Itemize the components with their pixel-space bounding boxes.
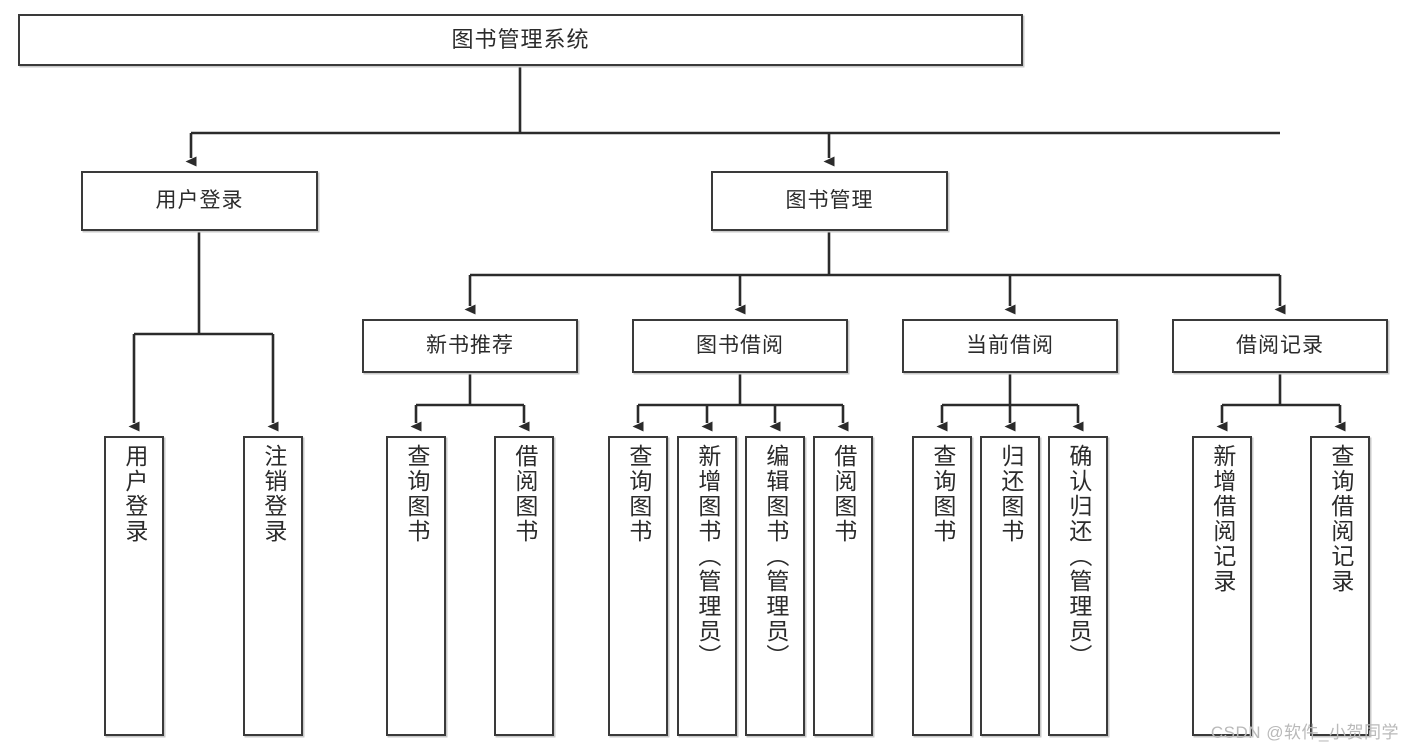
leaf-current-confirm-return-admin[interactable]: 确认归还（管理员） bbox=[1048, 436, 1108, 736]
node-label: 新增图书（管理员） bbox=[694, 444, 721, 669]
node-label: 借阅图书 bbox=[511, 444, 538, 544]
node-book-management[interactable]: 图书管理 bbox=[711, 171, 948, 231]
node-label: 用户登录 bbox=[155, 188, 244, 212]
leaf-user-login-logout[interactable]: 注销登录 bbox=[243, 436, 303, 736]
node-user-login[interactable]: 用户登录 bbox=[81, 171, 318, 231]
node-label: 注销登录 bbox=[260, 444, 287, 544]
leaf-borrow-edit-book-admin[interactable]: 编辑图书（管理员） bbox=[745, 436, 805, 736]
node-label: 借阅记录 bbox=[1236, 333, 1324, 357]
leaf-recommend-borrow-book[interactable]: 借阅图书 bbox=[494, 436, 554, 736]
node-label: 图书管理系统 bbox=[451, 27, 590, 53]
node-label: 图书借阅 bbox=[696, 333, 784, 357]
leaf-borrow-borrow-book[interactable]: 借阅图书 bbox=[813, 436, 873, 736]
node-root-system[interactable]: 图书管理系统 bbox=[18, 14, 1023, 66]
node-label: 查询借阅记录 bbox=[1327, 444, 1354, 594]
node-label: 查询图书 bbox=[403, 444, 430, 544]
leaf-record-query-record[interactable]: 查询借阅记录 bbox=[1310, 436, 1370, 736]
node-label: 归还图书 bbox=[997, 444, 1024, 544]
node-new-book-recommend[interactable]: 新书推荐 bbox=[362, 319, 578, 373]
node-label: 查询图书 bbox=[625, 444, 652, 544]
node-label: 借阅图书 bbox=[830, 444, 857, 544]
leaf-record-add-record[interactable]: 新增借阅记录 bbox=[1192, 436, 1252, 736]
node-borrow-record[interactable]: 借阅记录 bbox=[1172, 319, 1388, 373]
node-label: 查询图书 bbox=[929, 444, 956, 544]
leaf-recommend-query-book[interactable]: 查询图书 bbox=[386, 436, 446, 736]
node-label: 新书推荐 bbox=[426, 333, 514, 357]
watermark-text: CSDN @软件_小贺同学 bbox=[1210, 723, 1399, 742]
leaf-borrow-query-book[interactable]: 查询图书 bbox=[608, 436, 668, 736]
node-label: 确认归还（管理员） bbox=[1065, 444, 1092, 669]
node-book-borrow[interactable]: 图书借阅 bbox=[632, 319, 848, 373]
leaf-current-return-book[interactable]: 归还图书 bbox=[980, 436, 1040, 736]
leaf-borrow-add-book-admin[interactable]: 新增图书（管理员） bbox=[677, 436, 737, 736]
leaf-current-query-book[interactable]: 查询图书 bbox=[912, 436, 972, 736]
node-label: 用户登录 bbox=[121, 444, 148, 544]
node-current-borrow[interactable]: 当前借阅 bbox=[902, 319, 1118, 373]
leaf-user-login-login[interactable]: 用户登录 bbox=[104, 436, 164, 736]
node-label: 新增借阅记录 bbox=[1209, 444, 1236, 594]
node-label: 图书管理 bbox=[785, 188, 874, 212]
node-label: 当前借阅 bbox=[966, 333, 1054, 357]
node-label: 编辑图书（管理员） bbox=[762, 444, 789, 669]
